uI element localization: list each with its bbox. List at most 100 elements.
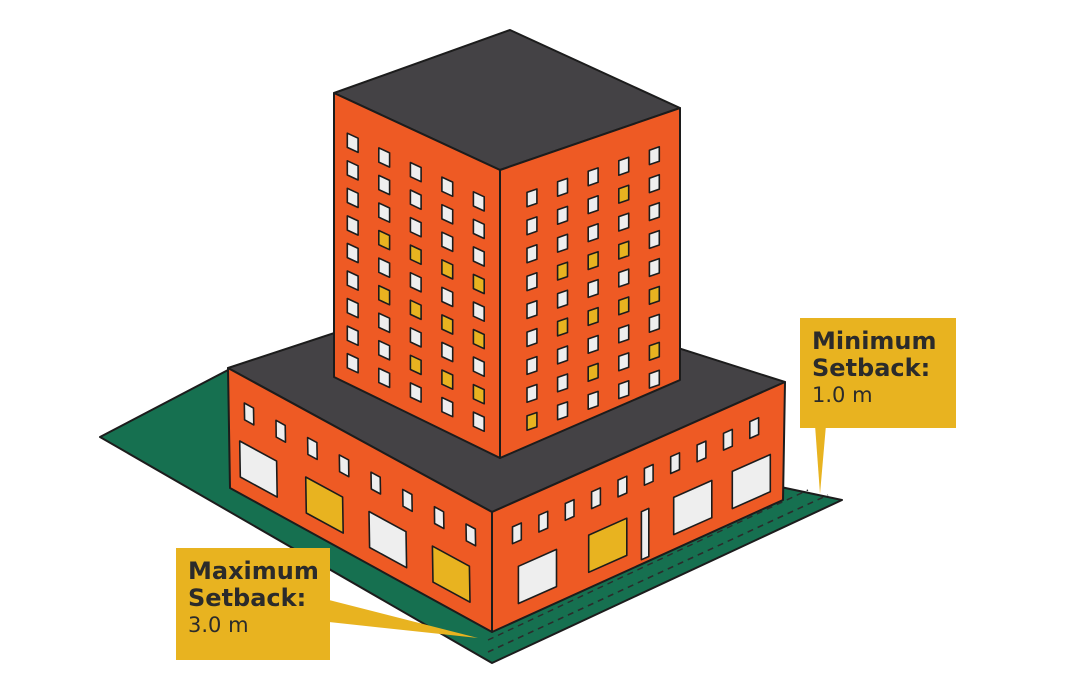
minimum-setback-callout: Minimum Setback: 1.0 m <box>800 318 956 428</box>
tower-window <box>648 285 661 306</box>
tower-window <box>556 289 569 309</box>
podium-small-window <box>465 523 477 547</box>
tower-window <box>648 313 661 334</box>
maximum-setback-title-2: Setback: <box>188 583 307 612</box>
tower-window <box>377 257 391 279</box>
tower-window <box>346 297 359 319</box>
tower-window <box>587 390 599 411</box>
podium-small-window <box>538 510 549 533</box>
tower-window <box>587 195 599 215</box>
tower-window <box>346 352 359 374</box>
tower-window <box>346 270 359 292</box>
tower-window <box>648 369 661 389</box>
podium-storefront-window <box>431 545 471 604</box>
podium-storefront-window <box>731 453 772 510</box>
tower-window <box>409 189 422 211</box>
tower-window <box>377 147 391 168</box>
tower-window <box>441 369 454 391</box>
podium-small-window <box>669 451 681 475</box>
tower-window <box>587 362 599 383</box>
podium-storefront-window <box>587 517 628 574</box>
tower-window <box>648 341 661 362</box>
tower-window <box>648 257 661 278</box>
tower-window <box>526 327 538 348</box>
tower-window <box>587 250 599 271</box>
tower-window <box>556 205 569 225</box>
tower-window <box>409 326 422 348</box>
tower-window <box>346 325 359 347</box>
tower-window <box>526 355 538 376</box>
tower-window <box>556 401 569 421</box>
tower-window <box>526 271 538 292</box>
podium-small-window <box>370 471 382 495</box>
tower-window <box>617 324 630 344</box>
tower-window <box>377 284 391 306</box>
tower-window <box>346 132 359 154</box>
tower-window <box>441 203 454 225</box>
windows-group <box>238 132 772 605</box>
maximum-setback-value: 3.0 m <box>188 612 249 637</box>
podium-small-window <box>564 498 575 522</box>
tower-window <box>409 299 422 321</box>
podium-right-face <box>491 381 786 633</box>
tower-window <box>346 242 359 264</box>
tower-window <box>377 312 391 334</box>
minimum-setback-value: 1.0 m <box>812 382 873 407</box>
podium-small-window <box>748 416 760 440</box>
podium-small-window <box>306 436 319 461</box>
tower-window <box>526 383 538 404</box>
tower-window <box>648 146 661 166</box>
tower-window <box>556 261 569 281</box>
tower-window <box>556 177 569 197</box>
tower-window <box>587 278 599 299</box>
tower-window <box>472 356 486 378</box>
podium-small-window <box>401 488 414 513</box>
min-setback-line <box>487 494 829 653</box>
tower-window <box>648 173 661 194</box>
tower-window <box>526 411 538 432</box>
tower-window <box>617 240 630 260</box>
tower-window <box>377 367 391 389</box>
tower-window <box>526 299 538 320</box>
tower-window <box>587 167 599 187</box>
podium-small-window <box>617 475 628 498</box>
tower-window <box>472 301 486 323</box>
tower-window <box>617 352 630 372</box>
tower-window <box>409 271 422 293</box>
tower-window <box>648 201 661 222</box>
podium-storefront-window <box>304 476 345 534</box>
tower-window <box>346 187 359 209</box>
tower-window <box>526 244 538 264</box>
tower-window <box>617 212 630 232</box>
tower-window <box>441 286 454 308</box>
tower-window <box>526 216 538 236</box>
podium-small-window <box>433 505 445 530</box>
tower-window <box>617 296 630 316</box>
tower-window <box>617 379 630 400</box>
tower-window <box>377 229 391 251</box>
tower-window <box>617 184 630 204</box>
podium-small-window <box>643 463 654 487</box>
tower-window <box>472 218 486 240</box>
podium-small-window <box>590 487 602 510</box>
tower-window <box>472 383 486 405</box>
podium-small-window <box>722 428 734 451</box>
podium-storefront-window <box>517 548 558 605</box>
tower-window <box>648 229 661 250</box>
tower-window <box>556 233 569 253</box>
tower-window <box>556 317 569 337</box>
podium-small-window <box>338 454 350 478</box>
tower-window <box>472 411 486 433</box>
podium-storefront-window <box>672 479 713 536</box>
tower-window <box>346 215 359 236</box>
tower-window <box>472 191 486 212</box>
tower-window <box>472 273 486 295</box>
maximum-setback-callout: Maximum Setback: 3.0 m <box>176 548 330 660</box>
tower-window <box>556 373 569 393</box>
podium-small-window <box>511 522 523 545</box>
podium-small-window <box>696 440 707 463</box>
tower-window <box>526 188 538 208</box>
podium-storefront-window <box>368 510 408 569</box>
max-setback-line <box>487 489 809 641</box>
